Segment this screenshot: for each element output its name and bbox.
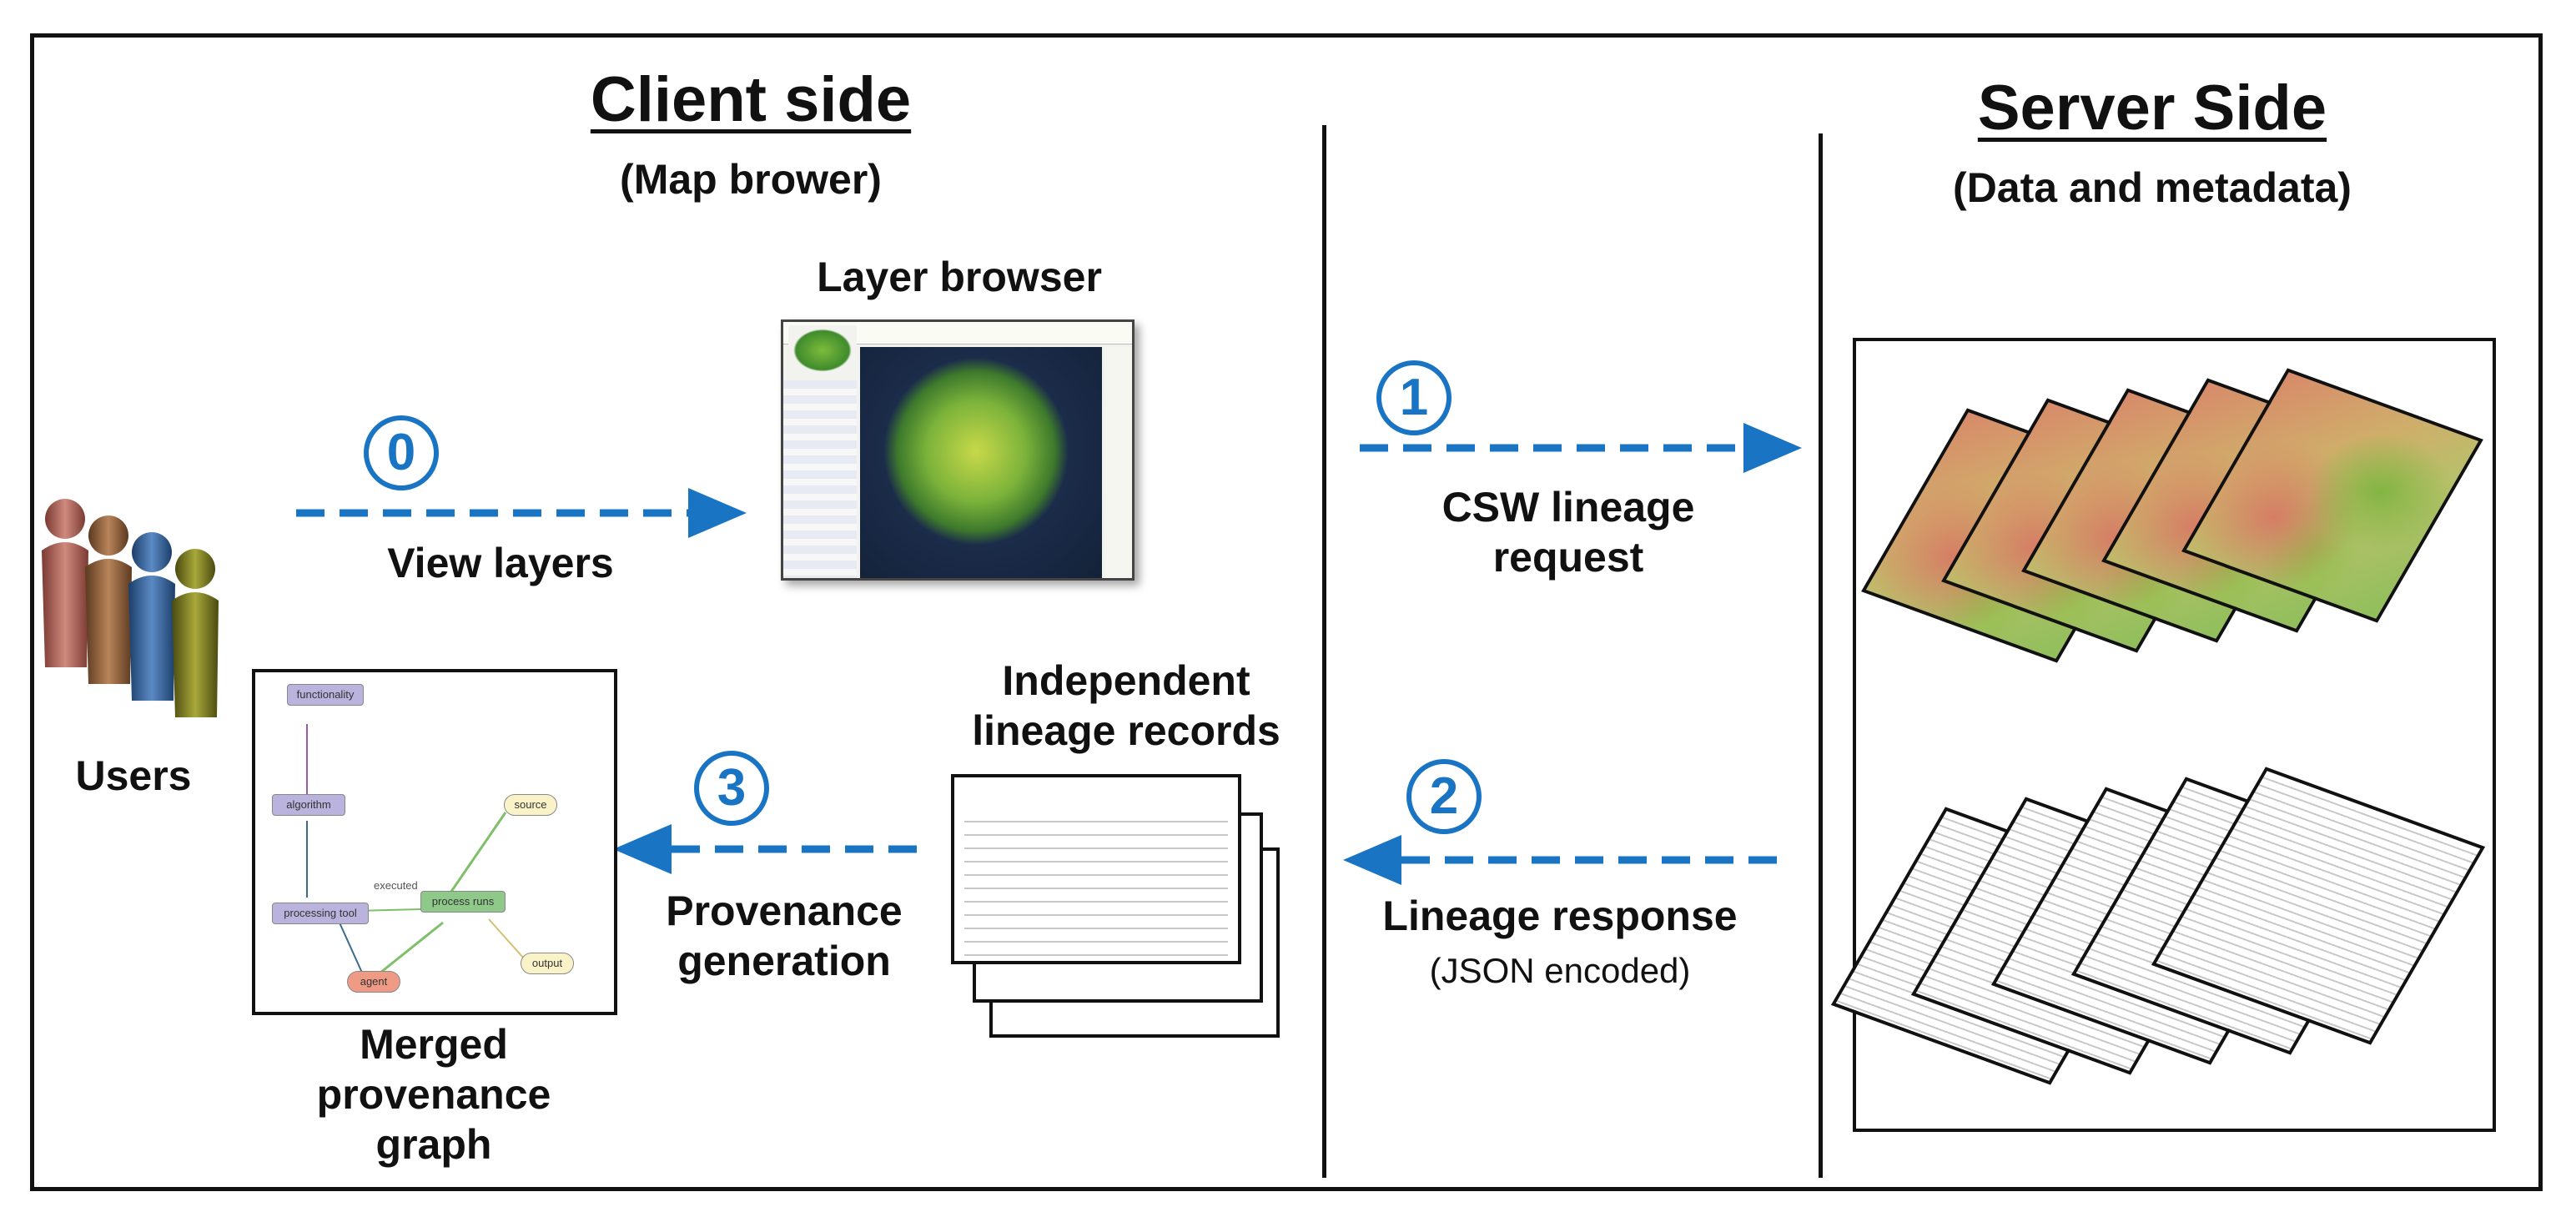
server-title: Server Side: [1977, 73, 2327, 143]
browser-side-panel: [783, 380, 857, 578]
graph-node-source: source: [504, 794, 557, 816]
users-icon: [42, 499, 219, 717]
step-2-note: (JSON encoded): [1429, 951, 1691, 990]
graph-node-processing-tool: processing tool: [272, 903, 369, 924]
step-1-label: CSW lineage request: [1441, 484, 1695, 581]
user-figure-1: [42, 499, 88, 667]
browser-mini-map: [788, 325, 857, 375]
step-2-arrow: [1343, 835, 1777, 885]
step-3-label: Provenance generation: [666, 888, 903, 984]
client-title: Client side: [590, 64, 912, 135]
step-3-arrow: [613, 824, 922, 874]
divider-middle-server: [1819, 133, 1823, 1178]
graph-edge-label-executed: executed: [374, 879, 418, 892]
graph-node-process-runs: process runs: [420, 891, 506, 913]
server-subtitle: (Data and metadata): [1953, 164, 2352, 211]
step-1-badge: 1: [1376, 360, 1452, 435]
records-label: Independent lineage records: [972, 657, 1280, 754]
graph-node-functionality: functionality: [287, 684, 364, 706]
client-subtitle: (Map brower): [620, 156, 882, 203]
users-label: Users: [75, 752, 192, 799]
graph-label: Merged provenance graph: [316, 1021, 551, 1168]
step-2-badge: 2: [1406, 759, 1482, 834]
graph-node-output: output: [521, 953, 574, 974]
graph-node-algorithm: algorithm: [272, 794, 345, 816]
provenance-graph: functionality algorithm processing tool …: [252, 669, 617, 1015]
browser-map-view: [860, 347, 1102, 578]
user-figure-3: [128, 532, 175, 701]
step-0-label: View layers: [387, 540, 614, 586]
step-1-arrow: [1360, 423, 1802, 473]
diagram-frame: [30, 33, 2543, 1191]
graph-node-agent: agent: [347, 971, 400, 993]
server-data-box: [1830, 338, 2496, 1132]
step-3-badge: 3: [694, 751, 769, 826]
layer-browser-label: Layer browser: [817, 254, 1102, 300]
record-text-lines: [964, 816, 1228, 961]
user-figure-4: [172, 549, 219, 717]
layer-browser-screenshot: [781, 319, 1135, 581]
browser-right-panel: [1105, 347, 1132, 578]
step-2-label: Lineage response: [1382, 893, 1738, 939]
step-0-badge: 0: [364, 415, 439, 490]
divider-client-middle: [1322, 125, 1326, 1178]
step-0-arrow: [296, 488, 747, 538]
lineage-record-1: [951, 774, 1241, 964]
user-figure-2: [85, 515, 132, 684]
